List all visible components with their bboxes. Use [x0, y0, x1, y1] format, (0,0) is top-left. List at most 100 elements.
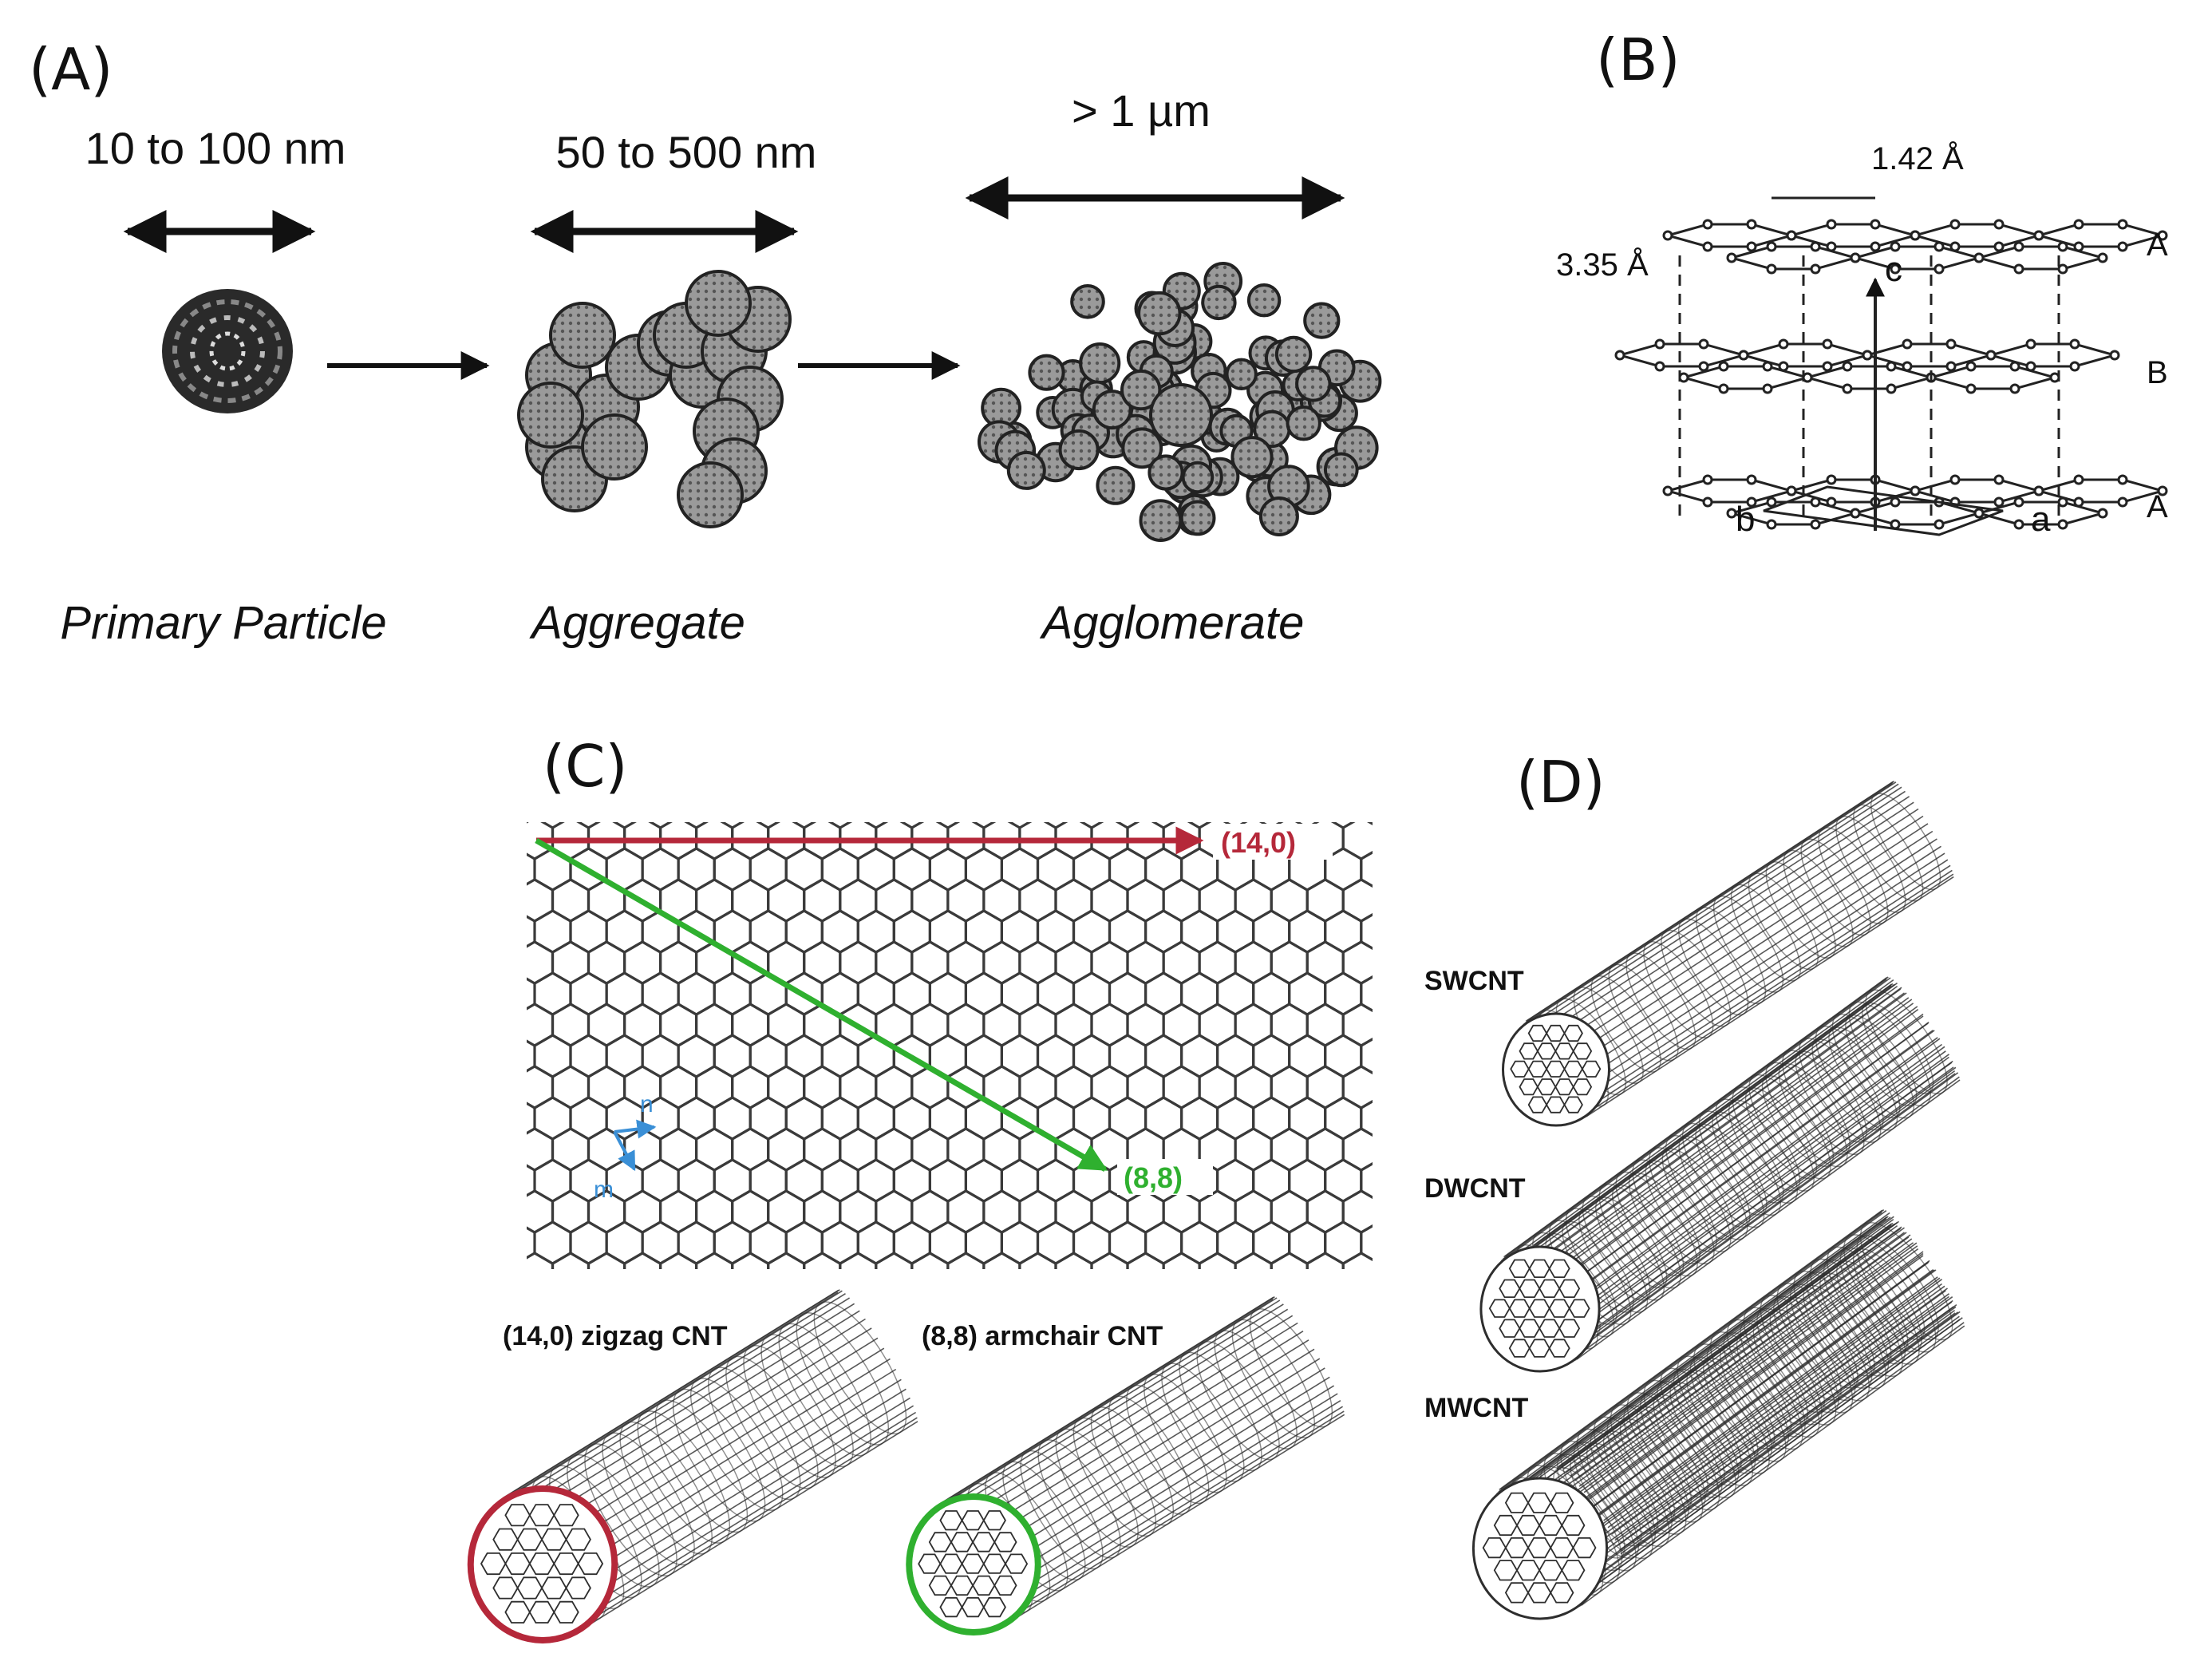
carbon-atom: [1766, 263, 1777, 275]
agglomerate-sphere: [1121, 427, 1163, 469]
tube-wall-line: [1562, 1224, 1898, 1470]
tube-end-hexagon: [1572, 1078, 1593, 1096]
tube-ring: [1590, 975, 1661, 1073]
tube-ring: [1636, 1406, 1708, 1498]
carbon-atom: [1810, 263, 1821, 275]
layer-label-bottom: A: [2147, 489, 2168, 524]
carbon-atom: [1870, 219, 1881, 230]
agglomerate-sphere: [1286, 405, 1321, 441]
tube-ring: [1632, 1159, 1715, 1265]
agglomerate-sphere: [1230, 436, 1274, 479]
tube-ring: [1179, 1351, 1262, 1472]
carbon-atom: [1842, 383, 1853, 394]
carbon-atom: [1738, 350, 1749, 361]
tube-end-hexagon: [982, 1553, 1006, 1574]
tube-wall-line: [523, 1310, 860, 1519]
tube-wall-line: [542, 1337, 879, 1546]
aggregate-cluster: [517, 270, 792, 528]
carbon-atom: [1654, 338, 1665, 350]
tube-wall-line: [1598, 1311, 1959, 1575]
tube-open-end: [1502, 1012, 1610, 1127]
tube-wall-line: [506, 1290, 843, 1499]
tube-ring: [1782, 1050, 1865, 1156]
carbon-atom: [1993, 241, 2005, 252]
aggregate-sphere: [581, 413, 648, 481]
tube-ring: [1786, 1296, 1858, 1389]
tube-end-hexagon: [492, 1528, 519, 1551]
size-label-aggregate: 50 to 500 nm: [556, 127, 817, 177]
tube-ring: [1806, 1272, 1890, 1377]
carbon-atom: [1702, 496, 1713, 508]
agglomerate-sphere: [1120, 369, 1162, 411]
tube-ring: [1623, 1405, 1706, 1511]
unit-n-label: n: [640, 1091, 654, 1117]
tube-wall-line: [1614, 1295, 1949, 1541]
tube-ring: [689, 1378, 784, 1511]
tube-ring: [1870, 793, 1941, 891]
panel-d: (D) SWCNT DWCNT MWCNT: [1424, 749, 1965, 1620]
carbon-atom: [1766, 241, 1777, 252]
tube-ring: [1249, 1308, 1333, 1428]
carbon-atom: [1746, 496, 1757, 508]
tube-end-hexagon: [1510, 1060, 1530, 1078]
tube-wall-line: [941, 1297, 1278, 1506]
tube-end-hexagon: [1004, 1553, 1029, 1574]
tube-ring: [1577, 1428, 1670, 1547]
tube-wall-line: [1009, 1414, 1345, 1623]
tube-ring: [1835, 816, 1906, 913]
carbon-atom: [1886, 383, 1897, 394]
tube-open-end: [906, 1493, 1041, 1635]
tube-end-hexagon: [1519, 1042, 1539, 1060]
carbon-atom: [1778, 338, 1789, 350]
tube-ring: [1649, 1147, 1732, 1252]
tube-end-hexagon: [972, 1575, 996, 1596]
carbon-atom: [2009, 383, 2020, 394]
tube-ring: [1661, 929, 1732, 1027]
tube-ring: [1681, 1122, 1765, 1228]
agglomerate-sphere: [1096, 465, 1136, 505]
tube-wall-line: [1507, 977, 1891, 1258]
tube-wall-line: [1542, 796, 1910, 1037]
tube-end-hexagon: [1550, 1537, 1574, 1559]
aggregate-sphere: [517, 382, 584, 449]
tube-ring: [1865, 989, 1948, 1094]
armchair-label-backdrop: [1117, 1159, 1213, 1195]
tube-ring: [1144, 1374, 1227, 1493]
agglomerate-sphere: [1028, 354, 1065, 391]
armchair-tube-label: (8,8) armchair CNT: [922, 1321, 1163, 1351]
tube-wall-line: [1578, 1242, 1914, 1487]
tube-ring: [1698, 1110, 1782, 1216]
tube-ring: [1108, 1395, 1192, 1515]
carbon-atom: [1766, 496, 1777, 508]
carbon-atom: [1810, 519, 1821, 530]
carbon-atom: [1945, 361, 1957, 372]
tube-end-hexagon: [1563, 1060, 1583, 1078]
carbon-atom: [1762, 383, 1773, 394]
panel-a-label: (A): [29, 36, 113, 103]
tube-ring: [584, 1443, 677, 1576]
honeycomb-cell: [695, 1252, 734, 1269]
carbon-atom: [2033, 485, 2044, 496]
carbon-atom: [1850, 508, 1861, 519]
tube-end-hexagon: [1482, 1537, 1507, 1559]
name-primary-particle: Primary Particle: [60, 597, 386, 649]
tube-ring: [1823, 1259, 1906, 1365]
carbon-atom: [2157, 230, 2168, 241]
unit-vector-m: [613, 1131, 636, 1172]
tube-end-hexagon: [1561, 1560, 1586, 1581]
tube-wall-line: [1597, 1306, 1957, 1569]
tube-ring: [1769, 1308, 1842, 1401]
tube-ring: [602, 1432, 695, 1566]
tube-wall-line: [1575, 1076, 1960, 1357]
tube-ring: [1815, 1026, 1898, 1131]
carbon-atom: [1654, 361, 1665, 372]
tube-ring: [1678, 1136, 1751, 1228]
tube-ring: [1669, 1382, 1742, 1474]
carbon-atom: [1662, 230, 1673, 241]
carbon-atom: [1702, 219, 1713, 230]
tube-ring: [1661, 1148, 1734, 1240]
tube-end-hexagon: [504, 1504, 531, 1527]
tube-wall-line: [1582, 1043, 1942, 1307]
carbon-atom: [1614, 350, 1625, 361]
